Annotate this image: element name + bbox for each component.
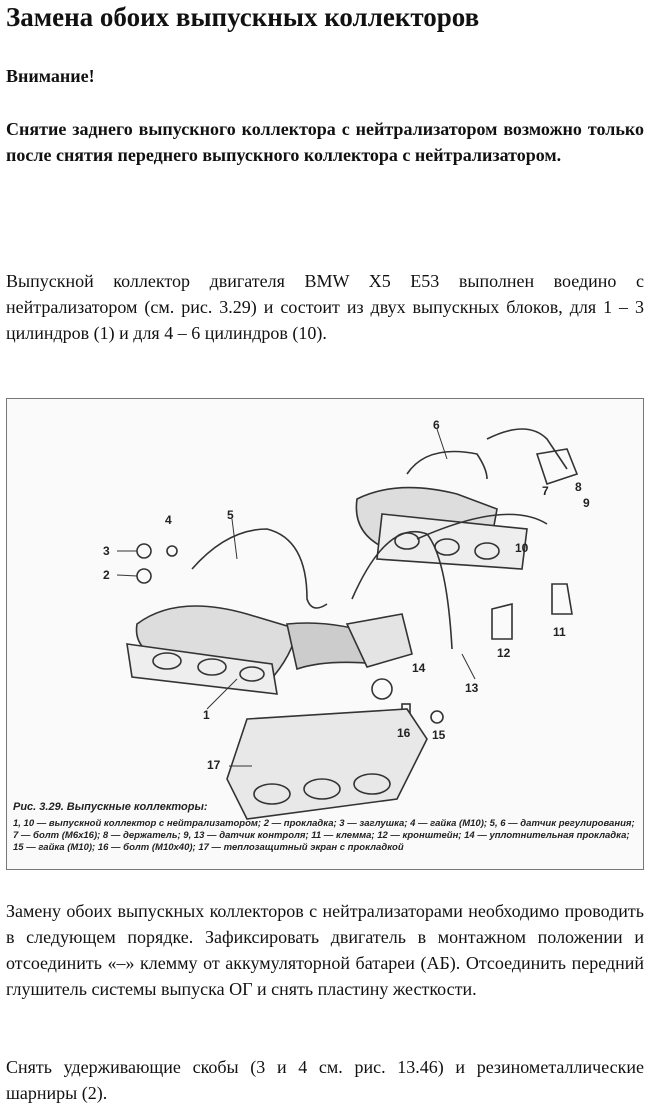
exhaust-manifold-diagram: 1 2 3 4 5 6 7 8 9 10 11 12 13 14 15 16 1…: [103, 418, 590, 820]
label-3: 3: [103, 544, 110, 558]
label-10: 10: [515, 541, 529, 555]
caption-title: Рис. 3.29. Выпускные коллекторы:: [13, 801, 208, 813]
page-title: Замена обоих выпускных коллекторов: [6, 2, 480, 32]
label-11: 11: [553, 625, 566, 639]
label-17: 17: [207, 758, 221, 772]
figure-caption: Рис. 3.29. Выпускные коллекторы: 1, 10 —…: [13, 801, 635, 854]
label-15: 15: [432, 728, 446, 742]
paragraph-brackets: Снять удерживающие скобы (3 и 4 см. рис.…: [6, 1057, 644, 1103]
label-12: 12: [497, 646, 511, 660]
label-13: 13: [465, 681, 479, 695]
paragraph-procedure: Замену обоих выпускных коллекторов с ней…: [6, 901, 644, 999]
label-4: 4: [165, 513, 172, 527]
label-16: 16: [397, 726, 411, 740]
label-6: 6: [433, 418, 440, 432]
label-5: 5: [227, 508, 234, 522]
label-9: 9: [583, 496, 590, 510]
warning-text: Снятие заднего выпускного коллектора с н…: [6, 119, 644, 165]
caption-text: 1, 10 — выпускной коллектор с нейтрализа…: [13, 818, 635, 853]
label-2: 2: [103, 568, 110, 582]
paragraph-intro: Выпускной коллектор двигателя BMW X5 E53…: [6, 271, 644, 343]
label-14: 14: [412, 661, 426, 675]
figure-exhaust-manifolds: 1 2 3 4 5 6 7 8 9 10 11 12 13 14 15 16 1…: [6, 398, 644, 870]
warning-label: Внимание!: [6, 66, 95, 86]
label-7: 7: [542, 484, 549, 498]
label-1: 1: [203, 708, 210, 722]
label-8: 8: [575, 480, 582, 494]
